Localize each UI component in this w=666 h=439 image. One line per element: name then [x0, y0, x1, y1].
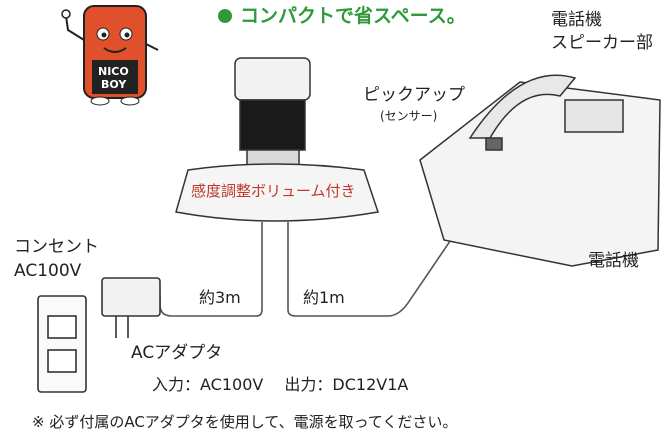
- sensor-label: (センサー): [380, 109, 438, 123]
- outlet-label-line1: コンセント: [14, 237, 99, 257]
- telephone: [419, 74, 661, 267]
- phone-cable-length: 約1m: [303, 288, 345, 307]
- adapter-spec: 入力：AC100V 出力：DC12V1A: [152, 375, 409, 394]
- bullet-icon: [218, 9, 232, 23]
- headline: コンパクトで省スペース。: [218, 5, 466, 28]
- phone-speaker-label-line2: スピーカー部: [551, 33, 653, 53]
- phone-speaker-label-line1: 電話機: [551, 10, 602, 30]
- usage-note: ※ 必ず付属のACアダプタを使用して、電源を取ってください。: [32, 413, 458, 431]
- mascot-text-line1: NICO: [98, 65, 129, 78]
- outlet-label-line2: AC100V: [14, 261, 82, 281]
- adapter-cable-length: 約3m: [199, 288, 241, 307]
- phone-label: 電話機: [588, 251, 639, 271]
- headline-text: コンパクトで省スペース。: [240, 5, 466, 27]
- ac-adapter: [101, 277, 161, 338]
- wall-outlet: [37, 295, 87, 393]
- pickup-label: ピックアップ: [363, 85, 465, 105]
- mascot-text-line2: BOY: [101, 78, 127, 91]
- adapter-label: ACアダプタ: [131, 343, 223, 363]
- mascot-figure: [61, 5, 159, 106]
- lamp-device: [175, 57, 379, 222]
- volume-knob-label: 感度調整ボリューム付き: [191, 182, 356, 200]
